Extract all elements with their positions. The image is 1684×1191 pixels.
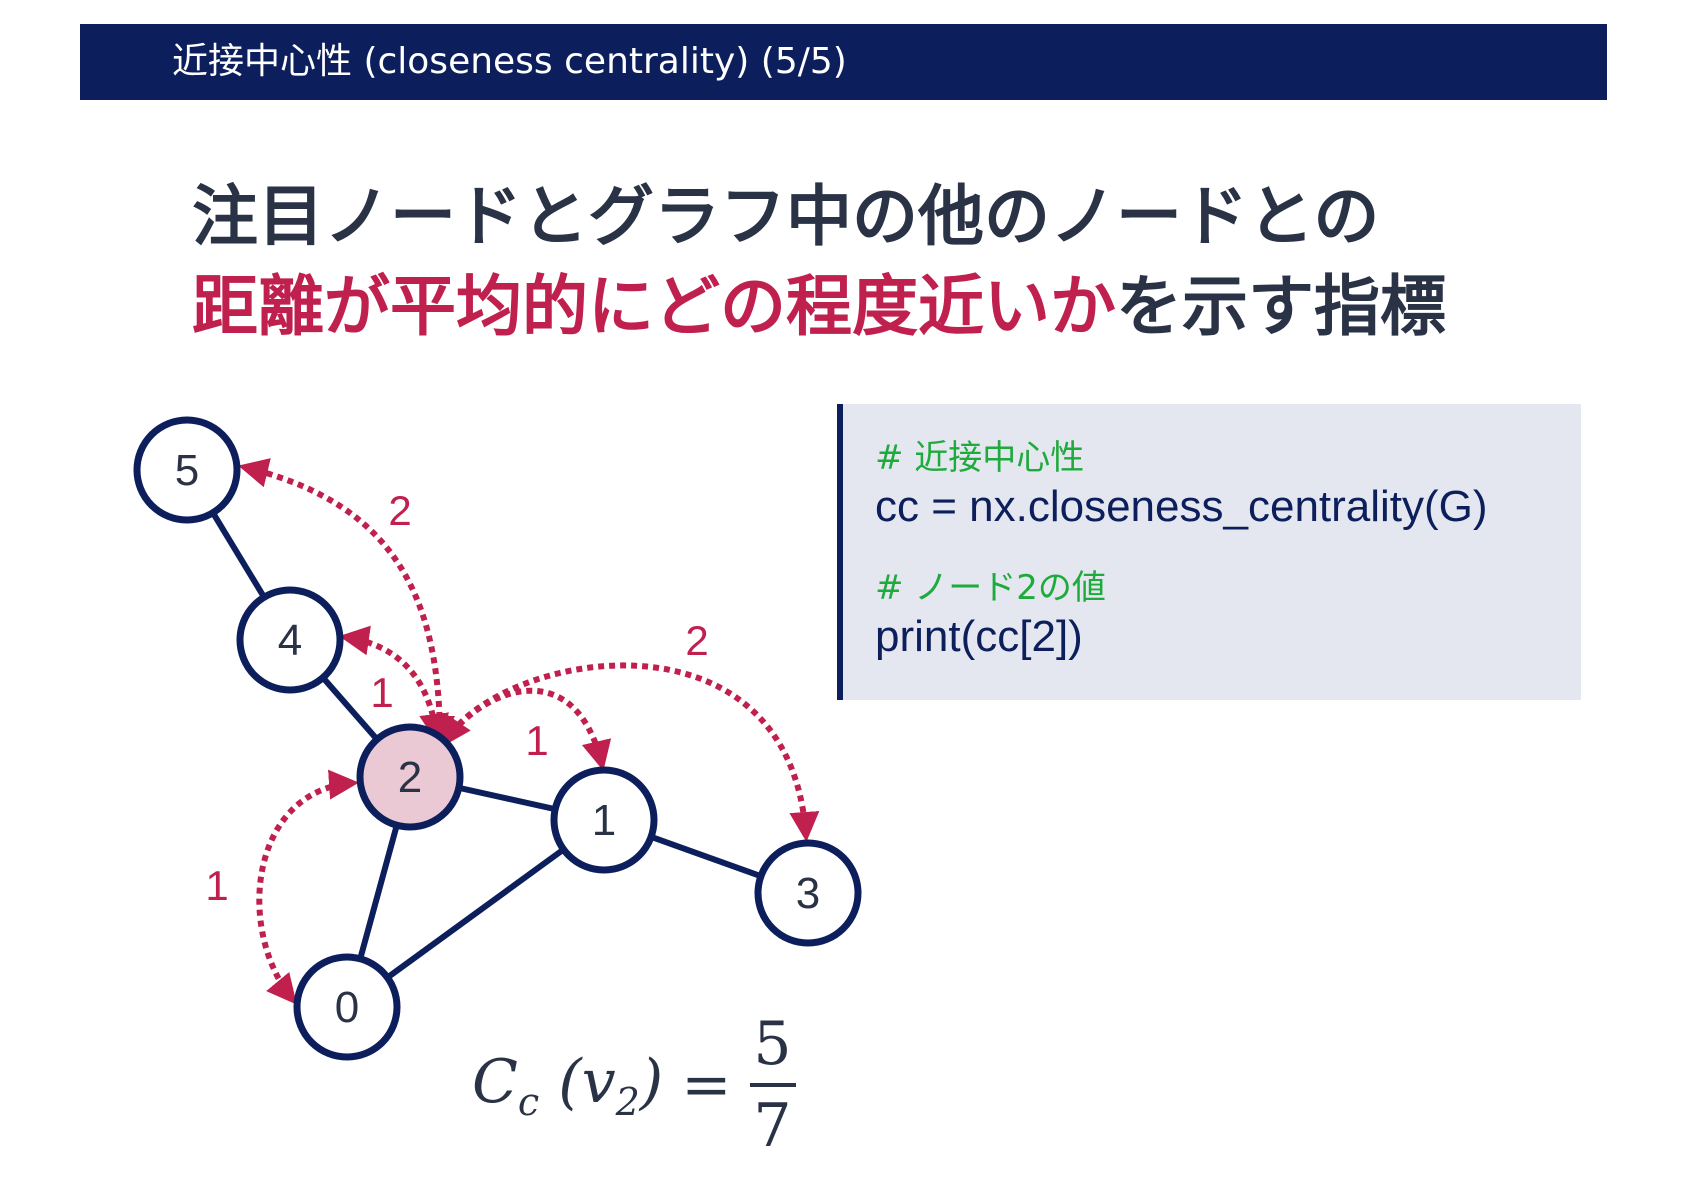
code-comment-1: # 近接中心性 [875, 438, 1085, 478]
headline-line-1: 注目ノードとグラフ中の他のノードとの [192, 178, 1380, 255]
formula-denominator: 7 [753, 1091, 792, 1161]
headline-accent: 距離が平均的にどの程度近いか [192, 268, 1116, 345]
graph-node-1: 1 [550, 766, 658, 874]
formula-arg: v [581, 1046, 616, 1117]
distance-label-to-1: 1 [525, 717, 548, 764]
fraction-bar [749, 1083, 796, 1087]
node-label-0: 0 [335, 983, 359, 1032]
code-panel: # 近接中心性 cc = nx.closeness_centrality(G) … [837, 404, 1581, 700]
headline-line-2: 距離が平均的にどの程度近いかを示す指標 [192, 262, 1612, 352]
graph-node-2: 2 [356, 723, 464, 831]
formula-symbol: C [472, 1046, 518, 1117]
formula-numerator: 5 [753, 1009, 792, 1079]
node-label-5: 5 [175, 446, 199, 495]
formula-equals: = [681, 1050, 732, 1120]
node-label-2: 2 [398, 753, 422, 802]
formula-lhs: Cc (v2) [472, 1046, 664, 1124]
distance-arrow-to-1 [441, 687, 612, 771]
node-label-1: 1 [592, 796, 616, 845]
node-label-4: 4 [278, 616, 302, 665]
formula-fraction: 5 7 [749, 1009, 796, 1161]
closeness-formula: Cc (v2) = 5 7 [472, 1005, 796, 1165]
distance-label-to-3: 2 [685, 617, 708, 664]
formula-arg-sub: 2 [615, 1079, 640, 1124]
graph-node-4: 4 [236, 586, 344, 694]
headline: 注目ノードとグラフ中の他のノードとの 距離が平均的にどの程度近いかを示す指標 [192, 172, 1612, 352]
header-bar: 近接中心性 (closeness centrality) (5/5) [80, 24, 1607, 100]
code-comment-2: # ノード2の値 [875, 568, 1106, 608]
distance-label-to-4: 1 [370, 669, 393, 716]
distance-arrow-to-0 [256, 769, 359, 1005]
distance-label-to-0: 1 [205, 862, 228, 909]
graph-node-5: 5 [133, 416, 241, 524]
page-title: 近接中心性 (closeness centrality) (5/5) [172, 41, 847, 82]
formula-symbol-sub: c [517, 1079, 540, 1124]
distance-label-to-5: 2 [388, 487, 411, 534]
graph-node-0: 0 [293, 953, 401, 1061]
code-line-2: print(cc[2]) [875, 612, 1083, 661]
code-line-1: cc = nx.closeness_centrality(G) [875, 482, 1488, 531]
headline-rest: を示す指標 [1116, 268, 1446, 345]
node-label-3: 3 [796, 869, 820, 918]
graph-node-3: 3 [754, 839, 862, 947]
